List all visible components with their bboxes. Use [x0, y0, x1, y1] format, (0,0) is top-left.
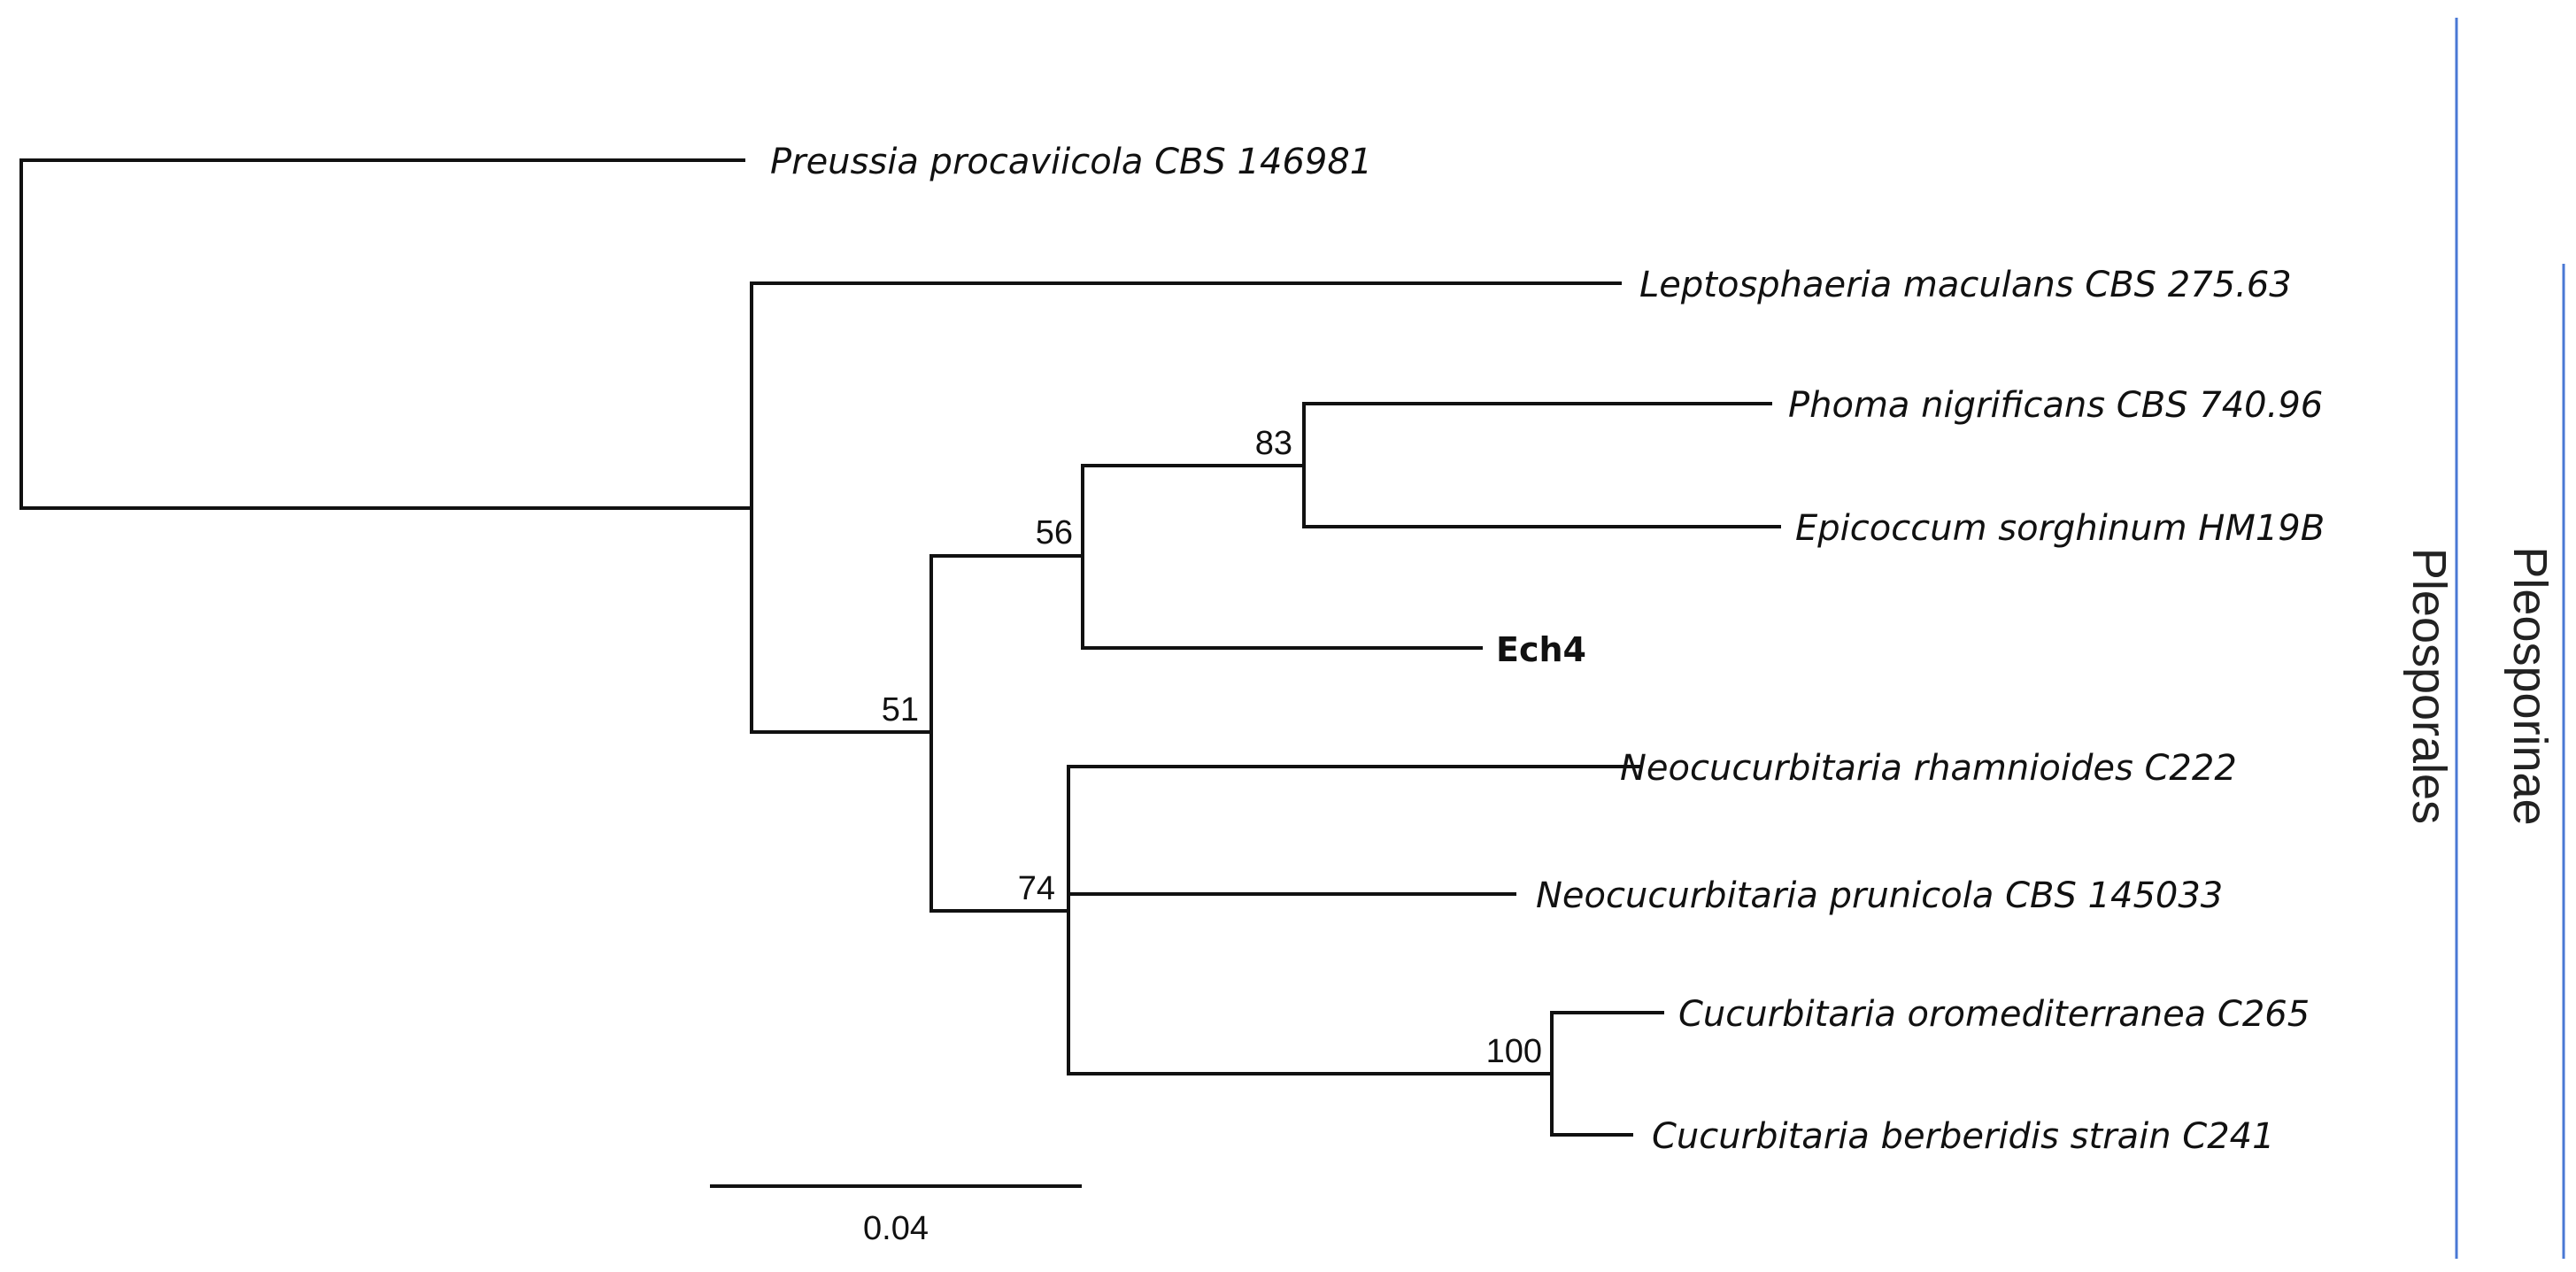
support-56: 56: [1036, 514, 1073, 551]
taxon-neo-prunicola: Neocucurbitaria prunicola CBS 145033: [1536, 875, 2223, 916]
taxon-epicoccum: Epicoccum sorghinum HM19B: [1795, 508, 2325, 549]
clade-label-pleosporinae: Pleosporinae: [2503, 546, 2557, 825]
taxon-leptosphaeria: Leptosphaeria maculans CBS 275.63: [1639, 265, 2292, 305]
scale-bar: 0.04: [710, 1184, 1082, 1247]
support-51: 51: [882, 691, 919, 729]
taxon-cuc-oromed: Cucurbitaria oromediterranea C265: [1678, 994, 2310, 1035]
tree-branches: [19, 158, 1781, 1137]
taxon-cuc-berberidis: Cucurbitaria berberidis strain C241: [1652, 1116, 2275, 1157]
support-values: 83 56 51 74 100: [882, 425, 1542, 1070]
clade-annotations: Pleosporales Pleosporinae: [2402, 18, 2565, 1259]
taxon-neo-rhamnioides: Neocucurbitaria rhamnioides C222: [1620, 748, 2237, 789]
taxon-ech4: Ech4: [1496, 630, 1586, 669]
support-100: 100: [1486, 1033, 1542, 1070]
taxon-phoma: Phoma nigrificans CBS 740.96: [1788, 385, 2323, 426]
taxon-preussia: Preussia procaviicola CBS 146981: [770, 142, 1372, 182]
scale-bar-label: 0.04: [863, 1210, 929, 1247]
support-74: 74: [1018, 870, 1055, 907]
taxon-labels: Preussia procaviicola CBS 146981 Leptosp…: [770, 142, 2325, 1157]
clade-label-pleosporales: Pleosporales: [2402, 548, 2456, 824]
support-83: 83: [1255, 425, 1292, 462]
